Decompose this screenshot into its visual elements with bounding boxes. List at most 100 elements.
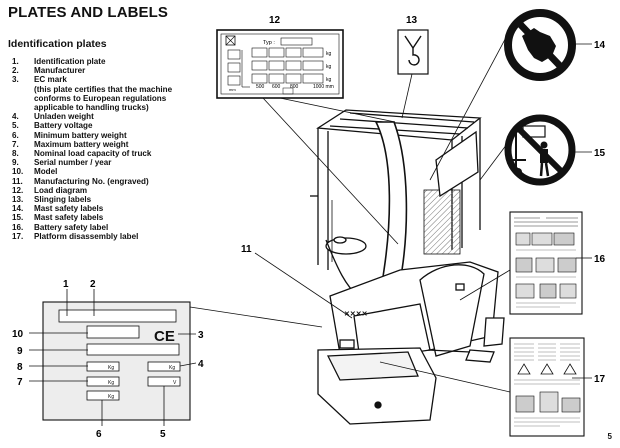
section-subtitle: Identification plates [8,38,107,50]
callout-4: 4 [198,359,204,370]
v-label: V [173,380,177,386]
list-item-text: Slinging labels [34,195,92,205]
mast-safety-label-no-hands [504,9,576,81]
page-number: 5 [607,432,612,441]
list-item-text: Load diagram [34,185,88,195]
list-item-text: Manufacturing No. (engraved) [34,176,149,186]
callout-7: 7 [17,377,23,388]
list-item-text: EC mark [34,75,67,85]
callout-6: 6 [96,429,102,440]
list-item-text: Platform disassembly label [34,231,139,241]
list-item-text: Manufacturer [34,66,86,76]
identification-list-item: 9. Serial number / year [8,158,223,167]
kg-label: kg [326,64,332,70]
list-item-text: Mast safety labels [34,204,104,214]
list-item-number: 13. [12,195,24,205]
callout-15: 15 [594,148,606,159]
list-item-number: 17. [12,231,24,241]
identification-list-item: 6. Minimum battery weight [8,131,223,140]
identification-list-item: 7. Maximum battery weight [8,140,223,149]
callout-17: 17 [594,374,606,385]
list-item-text: Battery voltage [34,121,93,131]
kg-label: Kg [169,365,175,371]
list-item-number: 14. [12,204,24,214]
plate-logo-icon [282,87,294,95]
list-item-text: (this plate certifies that the machine [34,84,173,94]
load-height: 800 [290,84,299,90]
list-item-text: Unladen weight [34,112,94,122]
list-item-number: 10. [12,167,24,177]
list-item-number: 3. [12,75,19,85]
list-item-number: 11. [12,176,23,186]
list-item-number: 9. [12,158,19,168]
identification-list-item: 11. Manufacturing No. (engraved) [8,177,223,186]
list-item-number: 16. [12,222,24,232]
list-item-text: Battery safety label [34,222,109,232]
list-item-text: applicable to handling trucks) [34,103,149,113]
stacker-truck-drawing: ✕✕✕✕ [310,109,505,425]
list-item-text: Mast safety labels [34,213,104,223]
callout-14: 14 [594,40,606,51]
identification-list-item: 17. Platform disassembly label [8,232,223,241]
identification-list-item: 4. Unladen weight [8,112,223,121]
kg-label: kg [326,51,332,57]
callout-13: 13 [406,15,418,26]
page-title: PLATES AND LABELS [8,4,169,21]
list-item-text: Maximum battery weight [34,139,129,149]
list-item-number: 4. [12,112,19,122]
identification-list: 1. Identification plate 2. Manufacturer 3. EC… [8,57,223,241]
list-item-text: Minimum battery weight [34,130,127,140]
identification-list-item: 13. Slinging labels [8,195,223,204]
list-item-text: Nominal load capacity of truck [34,149,152,159]
kg-label: Kg [108,394,114,400]
list-item-number: 15. [12,213,24,223]
identification-list-item: 16. Battery safety label [8,223,223,232]
load-height: 1000 mm [313,84,334,90]
callout-1: 1 [63,279,69,290]
identification-list-item: 14. Mast safety labels [8,204,223,213]
identification-list-item: 1. Identification plate [8,57,223,66]
ce-mark-icon: CE [154,328,175,345]
slinging-label [397,29,429,75]
svg-text:✕✕✕✕: ✕✕✕✕ [344,311,368,318]
battery-safety-label [509,211,583,315]
callout-5: 5 [160,429,166,440]
mm-label: mm [229,87,236,92]
identification-list-item: 8. Nominal load capacity of truck [8,149,223,158]
plate-logo-icon [225,35,236,46]
callout-8: 8 [17,362,23,373]
load-height: 500 [256,84,265,90]
list-item-number: 2. [12,66,19,76]
typ-label: Typ : [263,40,275,46]
kg-label: Kg [108,380,114,386]
no-standing-under-load-icon [540,141,548,149]
identification-list-item: (this plate certifies that the machine [8,85,223,94]
platform-disassembly-label [509,337,585,437]
list-item-text: Serial number / year [34,158,112,168]
list-item-number: 1. [12,57,19,66]
callout-9: 9 [17,346,23,357]
identification-list-item: 3. EC mark [8,75,223,84]
identification-list-item: 15. Mast safety labels [8,213,223,222]
identification-list-item: conforms to European regulations [8,94,223,103]
callout-12: 12 [269,15,281,26]
list-item-number: 8. [12,149,19,159]
callout-16: 16 [594,254,606,265]
list-item-text: Model [34,167,58,177]
list-item-number: 7. [12,139,19,149]
identification-list-item: 5.Battery voltage [8,121,223,130]
callout-3: 3 [198,330,204,341]
load-height: 600 [272,84,281,90]
identification-list-item: 10. Model [8,167,223,176]
identification-list-item: 2. Manufacturer [8,66,223,75]
identification-list-item: applicable to handling trucks) [8,103,223,112]
mast-safety-label-no-standing [504,114,576,186]
identification-plate: CE Kg Kg Kg Kg V [42,301,191,421]
kg-label: Kg [108,365,114,371]
list-item-number: 6. [12,130,19,140]
list-item-number: 12. [12,185,24,195]
callout-10: 10 [12,329,24,340]
callout-2: 2 [90,279,96,290]
list-item-text: Identification plate [34,57,106,66]
